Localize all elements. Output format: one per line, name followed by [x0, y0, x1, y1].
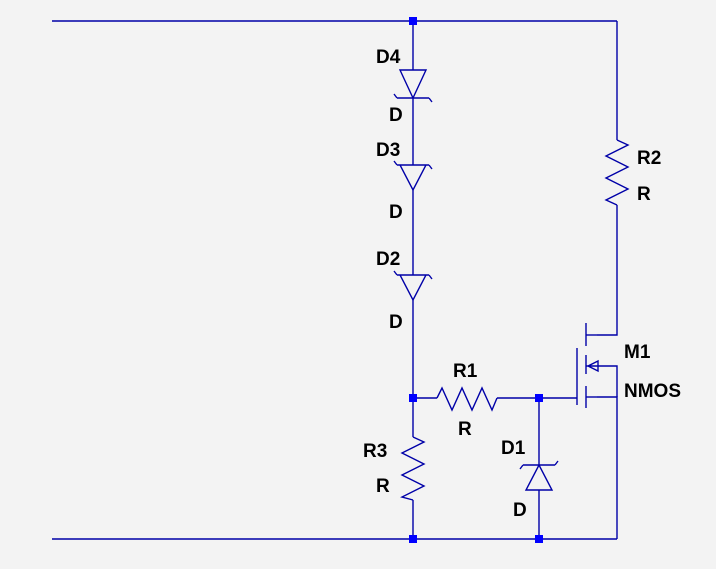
diode-d3-body	[393, 160, 433, 192]
resistor-r3-body	[400, 436, 426, 501]
nmos-transistor-m1[interactable]: M1 NMOS	[576, 323, 681, 408]
resistor-r2-name: R2	[637, 148, 661, 169]
diode-d3[interactable]: D3 D	[376, 140, 433, 223]
mosfet-body-arrow	[586, 359, 618, 397]
wire-right-drain	[597, 21, 618, 336]
junction-r1-left	[409, 394, 417, 402]
diode-d4[interactable]: D4 D	[376, 47, 433, 126]
resistor-r2-body	[604, 139, 630, 206]
diode-d4-value: D	[389, 105, 403, 126]
resistor-r2-value: R	[637, 184, 651, 205]
resistor-r1-body	[436, 386, 498, 412]
resistor-r2[interactable]: R2 R	[604, 139, 661, 206]
junctions	[409, 17, 543, 543]
mosfet-m1-name: M1	[624, 342, 651, 363]
junction-bottom-r3	[409, 535, 417, 543]
diode-d1-name: D1	[501, 438, 526, 459]
wire-r1-net	[413, 397, 577, 539]
diode-d2-body	[393, 270, 433, 302]
diode-d2-value: D	[389, 312, 403, 333]
diode-d3-name: D3	[376, 140, 400, 161]
resistor-r1-value: R	[458, 419, 472, 440]
diode-d1[interactable]: D1 D	[501, 438, 559, 521]
resistor-r3-name: R3	[363, 441, 387, 462]
resistor-r3-value: R	[376, 476, 390, 497]
wire-source-return	[597, 396, 618, 539]
resistor-r1-name: R1	[453, 361, 478, 382]
diode-d4-name: D4	[376, 47, 401, 68]
wires	[52, 20, 618, 540]
mosfet-m1-value: NMOS	[624, 381, 681, 402]
junction-gate	[535, 394, 543, 402]
diode-d3-value: D	[389, 202, 403, 223]
diode-d2-name: D2	[376, 249, 400, 270]
diode-d1-body	[519, 460, 559, 491]
diode-d2[interactable]: D2 D	[376, 249, 433, 333]
junction-bottom-d1	[535, 535, 543, 543]
junction-top	[409, 17, 417, 25]
resistor-r3[interactable]: R3 R	[363, 436, 426, 501]
resistor-r1[interactable]: R1 R	[436, 361, 498, 440]
diode-d4-body	[393, 69, 433, 103]
diode-d1-value: D	[513, 500, 527, 521]
